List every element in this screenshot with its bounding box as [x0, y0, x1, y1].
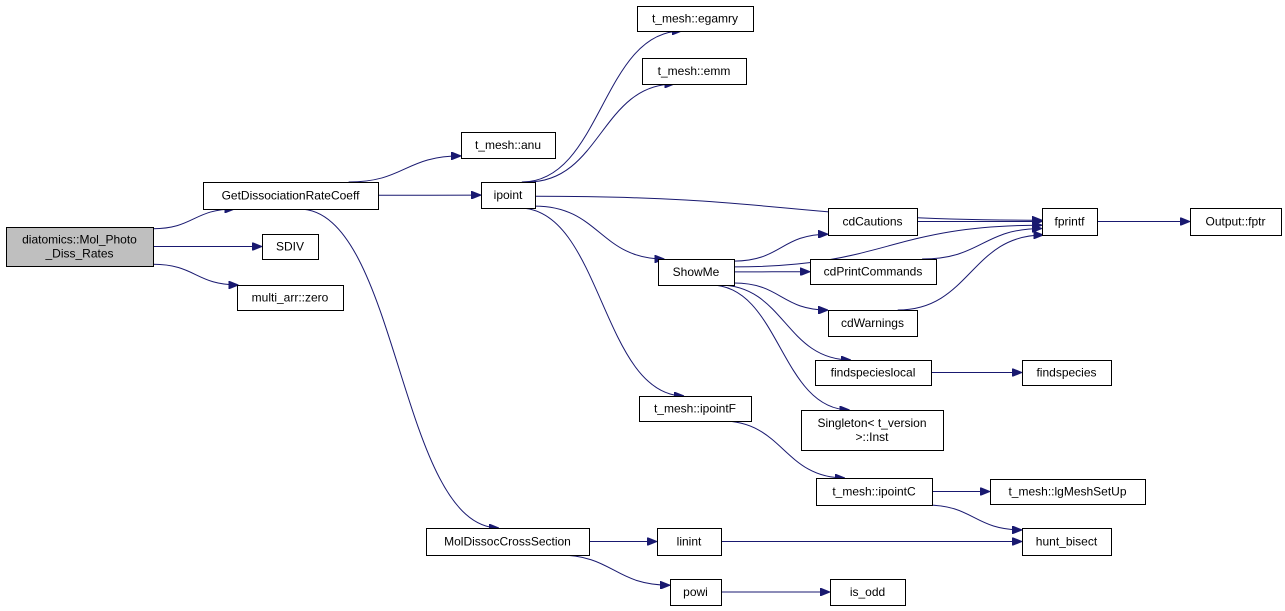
node-molcross[interactable]: MolDissocCrossSection [426, 528, 590, 556]
node-box [1042, 208, 1098, 236]
node-box [262, 234, 319, 260]
node-ipointf[interactable]: t_mesh::ipointF [639, 396, 752, 422]
edge-getdiss-to-anu [348, 156, 461, 183]
node-box [639, 396, 752, 422]
node-cdcautions[interactable]: cdCautions [828, 208, 918, 236]
node-showme[interactable]: ShowMe [658, 259, 735, 286]
node-label: t_mesh::anu [475, 138, 541, 152]
edge-root-to-getdiss [152, 209, 235, 230]
node-label: cdCautions [842, 215, 902, 229]
node-box [1022, 528, 1112, 556]
node-box [670, 579, 722, 606]
edge-showme-to-cdcautions [733, 234, 828, 262]
edge-showme-to-singleton [710, 284, 850, 410]
node-box [426, 528, 590, 556]
node-anu[interactable]: t_mesh::anu [461, 132, 556, 159]
node-label: MolDissocCrossSection [444, 535, 571, 549]
edge-showme-to-findlocal [718, 284, 851, 360]
node-fptr[interactable]: Output::fptr [1190, 208, 1282, 236]
edge-ipoint-to-emm [527, 84, 675, 183]
node-box [828, 310, 918, 337]
node-label: multi_arr::zero [252, 291, 329, 305]
node-label: hunt_bisect [1036, 535, 1098, 549]
node-powi[interactable]: powi [670, 579, 722, 606]
edge-showme-to-cdwarnings [733, 282, 828, 310]
node-findspecies[interactable]: findspecies [1022, 360, 1112, 386]
node-box [6, 227, 154, 267]
node-singleton[interactable]: Singleton< t_version>::Inst [801, 410, 944, 451]
edge-ipointc-to-hunt [925, 504, 1022, 530]
node-ipoint[interactable]: ipoint [481, 182, 536, 209]
node-box [801, 410, 944, 451]
node-label: findspecieslocal [831, 366, 916, 380]
edge-cdprint-to-fprintf [922, 229, 1042, 260]
edge-root-to-zero [152, 263, 238, 285]
node-label: t_mesh::ipointC [832, 485, 916, 499]
node-box [658, 259, 735, 286]
node-lgmesh[interactable]: t_mesh::lgMeshSetUp [990, 479, 1146, 505]
node-label: t_mesh::lgMeshSetUp [1008, 485, 1126, 499]
node-label: cdPrintCommands [824, 265, 923, 279]
node-cdwarnings[interactable]: cdWarnings [828, 310, 918, 337]
node-zero[interactable]: multi_arr::zero [237, 285, 344, 311]
node-root[interactable]: diatomics::Mol_Photo_Diss_Rates [6, 227, 154, 267]
node-cdprint[interactable]: cdPrintCommands [810, 259, 937, 285]
node-box [203, 182, 379, 210]
node-box [1190, 208, 1282, 236]
edge-ipoint-to-fprintf [534, 195, 1042, 220]
edge-ipoint-to-showme [534, 205, 664, 259]
edge-cdwarnings-to-fprintf [897, 235, 1044, 311]
edge-showme-to-fprintf [733, 225, 1042, 268]
node-box [830, 579, 906, 606]
node-hunt[interactable]: hunt_bisect [1022, 528, 1112, 556]
edge-ipoint-to-egamry [521, 31, 682, 183]
node-box [828, 208, 918, 236]
node-box [990, 479, 1146, 505]
node-isodd[interactable]: is_odd [830, 579, 906, 606]
node-box [642, 58, 747, 85]
node-box [815, 360, 932, 386]
node-ipointc[interactable]: t_mesh::ipointC [816, 478, 933, 506]
node-box [657, 528, 722, 556]
node-label: ipoint [494, 188, 523, 202]
edge-molcross-to-powi [557, 554, 670, 585]
node-box [237, 285, 344, 311]
node-label: is_odd [850, 585, 885, 599]
node-label: >::Inst [855, 430, 889, 444]
node-egamry[interactable]: t_mesh::egamry [637, 6, 754, 32]
node-label: cdWarnings [841, 316, 904, 330]
edges-layer [152, 31, 1190, 592]
node-label: t_mesh::emm [658, 64, 731, 78]
node-box [637, 6, 754, 32]
node-label: t_mesh::ipointF [654, 402, 736, 416]
node-sdiv[interactable]: SDIV [262, 234, 319, 260]
node-box [810, 259, 937, 285]
node-label: fprintf [1054, 215, 1085, 229]
node-label: t_mesh::egamry [652, 12, 738, 26]
edge-ipoint-to-ipointf [519, 207, 684, 396]
node-label: ShowMe [673, 265, 720, 279]
node-label: GetDissociationRateCoeff [222, 189, 361, 203]
node-box [816, 478, 933, 506]
edge-ipointf-to-ipointc [721, 420, 845, 478]
node-label: powi [683, 585, 708, 599]
node-fprintf[interactable]: fprintf [1042, 208, 1098, 236]
node-linint[interactable]: linint [657, 528, 722, 556]
node-label: linint [677, 535, 702, 549]
node-box [461, 132, 556, 159]
node-label: Singleton< t_version [817, 416, 926, 430]
node-label: diatomics::Mol_Photo [22, 233, 137, 247]
node-label: SDIV [276, 240, 304, 254]
node-label: Output::fptr [1205, 215, 1265, 229]
node-box [1022, 360, 1112, 386]
node-findlocal[interactable]: findspecieslocal [815, 360, 932, 386]
node-label: _Diss_Rates [44, 247, 113, 261]
node-box [481, 182, 536, 209]
nodes-layer: diatomics::Mol_Photo_Diss_Rates GetDissoc… [6, 6, 1282, 606]
edge-getdiss-to-molcross [298, 208, 499, 528]
node-emm[interactable]: t_mesh::emm [642, 58, 747, 85]
node-label: findspecies [1036, 366, 1096, 380]
node-getdiss[interactable]: GetDissociationRateCoeff [203, 182, 379, 210]
